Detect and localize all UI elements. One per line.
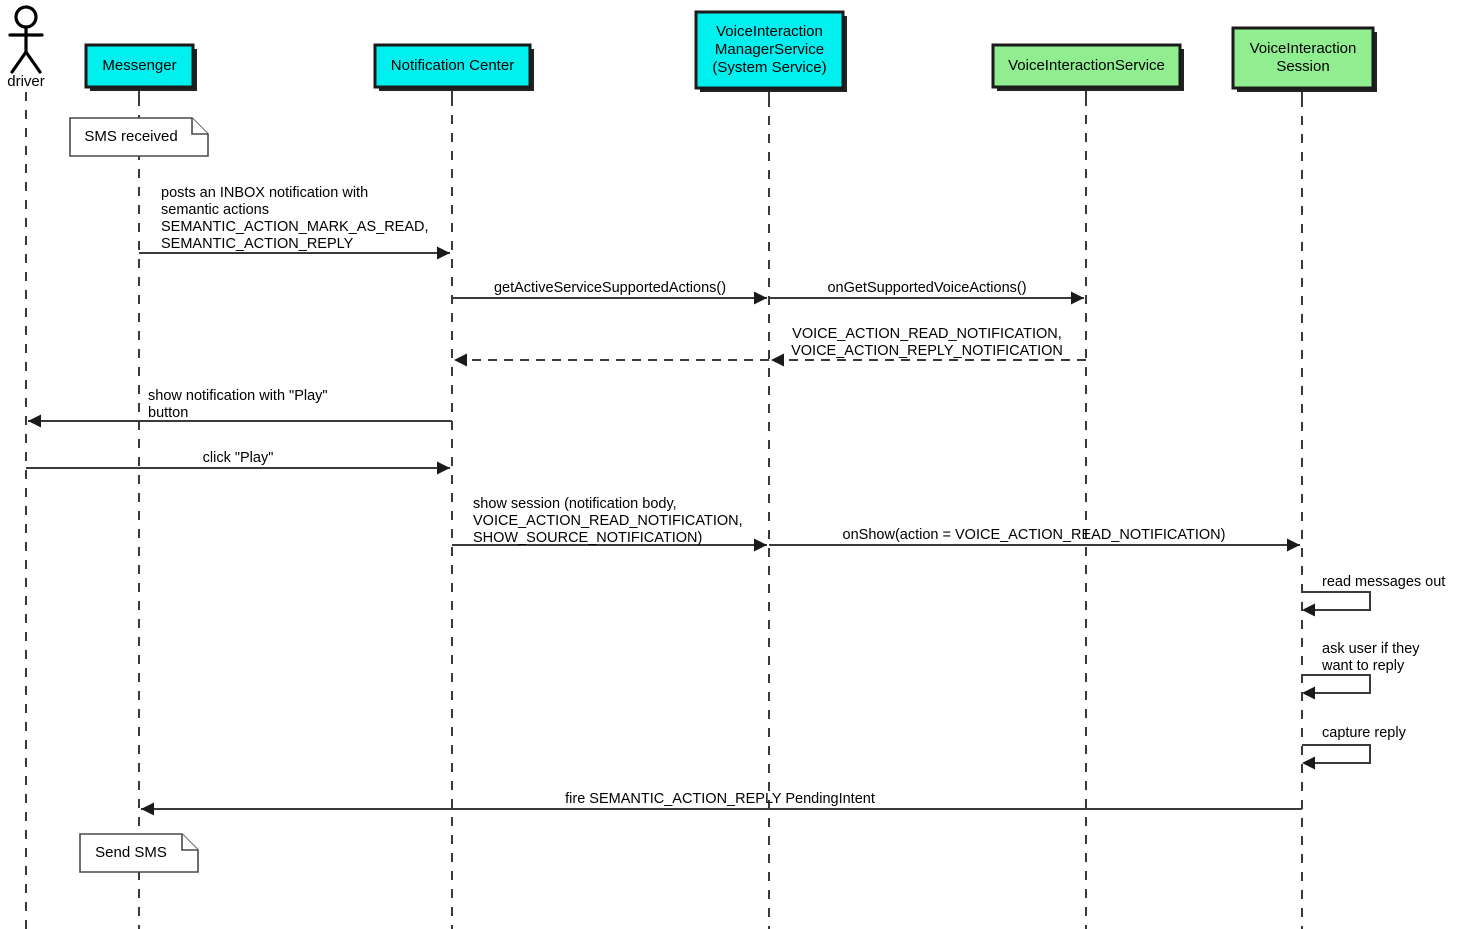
- message-arrowhead-msg-return-voice-actions-to-notification-center: [454, 353, 467, 367]
- message-label-msg-return-voice-actions-to-manager: VOICE_ACTION_READ_NOTIFICATION,: [792, 326, 1062, 342]
- actor-leg-left-icon: [10, 50, 28, 74]
- note-body-note-send-sms: [79, 833, 199, 873]
- note-note-sms-received: SMS received: [69, 117, 209, 157]
- participant-label-voice-interaction-manager-service: ManagerService: [715, 41, 824, 58]
- actor-head-icon: [14, 5, 38, 29]
- message-label-msg-on-show: onShow(action = VOICE_ACTION_READ_NOTIFI…: [843, 527, 1226, 543]
- self-message-path-self-read-messages-out: [1302, 591, 1371, 611]
- participant-box-voice-interaction-session[interactable]: [1231, 26, 1375, 90]
- participant-voice-interaction-service[interactable]: VoiceInteractionService: [991, 43, 1184, 91]
- message-arrowhead-msg-post-inbox-notification: [437, 246, 450, 260]
- message-arrowhead-msg-show-notification-play-button: [28, 414, 41, 428]
- message-label-msg-post-inbox-notification: semantic actions: [161, 202, 269, 218]
- participant-label-voice-interaction-service: VoiceInteractionService: [1008, 57, 1165, 74]
- participant-messenger[interactable]: Messenger: [84, 43, 197, 91]
- self-message-label-self-capture-reply: capture reply: [1322, 725, 1407, 741]
- participants-layer: Messenger Notification Center VoiceInterac…: [7, 5, 1377, 92]
- message-label-msg-post-inbox-notification: posts an INBOX notification with: [161, 185, 368, 201]
- message-msg-click-play: click "Play": [26, 450, 450, 475]
- message-arrowhead-msg-fire-semantic-action-reply-pending-intent: [141, 802, 154, 816]
- message-msg-show-session: show session (notification body,VOICE_AC…: [452, 496, 767, 552]
- participant-box-voice-interaction-manager-service[interactable]: [694, 10, 845, 90]
- actor-label-driver: driver: [7, 73, 45, 90]
- note-fold-icon-note-send-sms: [181, 834, 198, 851]
- note-label-note-send-sms: Send SMS: [95, 844, 167, 861]
- message-label-msg-show-session: VOICE_ACTION_READ_NOTIFICATION,: [473, 513, 743, 529]
- participant-box-messenger[interactable]: [84, 43, 195, 89]
- message-label-msg-post-inbox-notification: SEMANTIC_ACTION_MARK_AS_READ,: [161, 219, 429, 235]
- message-label-msg-show-notification-play-button: button: [148, 405, 188, 421]
- self-message-arrowhead-self-capture-reply: [1302, 756, 1315, 770]
- message-msg-show-notification-play-button: show notification with "Play"button: [28, 388, 452, 428]
- participant-notification-center[interactable]: Notification Center: [373, 43, 534, 91]
- message-label-msg-show-session: show session (notification body,: [473, 496, 677, 512]
- message-arrowhead-msg-on-show: [1287, 538, 1300, 552]
- actor-driver[interactable]: driver: [7, 5, 45, 90]
- lifelines-layer: [25, 87, 1303, 929]
- participant-label-voice-interaction-manager-service: (System Service): [712, 59, 826, 76]
- self-message-self-capture-reply: capture reply: [1302, 725, 1407, 770]
- message-label-msg-on-get-supported-voice-actions: onGetSupportedVoiceActions(): [827, 280, 1026, 296]
- message-msg-get-active-service-supported-actions: getActiveServiceSupportedActions(): [452, 280, 767, 305]
- message-arrowhead-msg-get-active-service-supported-actions: [754, 291, 767, 305]
- message-label-msg-return-voice-actions-to-manager: VOICE_ACTION_REPLY_NOTIFICATION: [791, 343, 1063, 359]
- self-message-path-self-ask-user-if-they-want-to-reply: [1302, 674, 1371, 694]
- participant-label-voice-interaction-session: Session: [1276, 58, 1329, 75]
- message-label-msg-get-active-service-supported-actions: getActiveServiceSupportedActions(): [494, 280, 726, 296]
- self-message-label-self-ask-user-if-they-want-to-reply: ask user if they: [1322, 641, 1420, 657]
- message-label-msg-show-session: SHOW_SOURCE_NOTIFICATION): [473, 530, 702, 546]
- message-msg-on-show: onShow(action = VOICE_ACTION_READ_NOTIFI…: [769, 527, 1300, 552]
- message-msg-on-get-supported-voice-actions: onGetSupportedVoiceActions(): [769, 280, 1084, 305]
- message-msg-return-voice-actions-to-notification-center: [454, 353, 769, 367]
- self-message-arrowhead-self-ask-user-if-they-want-to-reply: [1302, 686, 1315, 700]
- message-arrowhead-msg-click-play: [437, 461, 450, 475]
- self-message-label-self-read-messages-out: read messages out: [1322, 574, 1445, 590]
- message-arrowhead-msg-show-session: [754, 538, 767, 552]
- participant-label-voice-interaction-session: VoiceInteraction: [1250, 40, 1357, 57]
- note-label-note-sms-received: SMS received: [84, 128, 177, 145]
- self-message-self-read-messages-out: read messages out: [1302, 574, 1445, 617]
- message-label-msg-click-play: click "Play": [203, 450, 274, 466]
- self-message-arrowhead-self-read-messages-out: [1302, 603, 1315, 617]
- participant-label-voice-interaction-manager-service: VoiceInteraction: [716, 23, 823, 40]
- message-msg-return-voice-actions-to-manager: VOICE_ACTION_READ_NOTIFICATION,VOICE_ACT…: [771, 326, 1086, 367]
- note-body-note-sms-received: [69, 117, 209, 157]
- message-arrowhead-msg-return-voice-actions-to-manager: [771, 353, 784, 367]
- message-label-msg-post-inbox-notification: SEMANTIC_ACTION_REPLY: [161, 236, 354, 252]
- message-msg-post-inbox-notification: posts an INBOX notification withsemantic…: [139, 185, 450, 260]
- participant-box-voice-interaction-service[interactable]: [991, 43, 1182, 89]
- participant-label-messenger: Messenger: [102, 57, 176, 74]
- message-label-msg-fire-semantic-action-reply-pending-intent: fire SEMANTIC_ACTION_REPLY PendingIntent: [565, 791, 875, 807]
- participant-label-notification-center: Notification Center: [391, 57, 514, 74]
- message-msg-fire-semantic-action-reply-pending-intent: fire SEMANTIC_ACTION_REPLY PendingIntent: [141, 791, 1302, 816]
- actor-leg-right-icon: [24, 50, 42, 74]
- note-note-send-sms: Send SMS: [79, 833, 199, 873]
- self-message-path-self-capture-reply: [1302, 744, 1371, 764]
- note-fold-icon-note-sms-received: [191, 118, 208, 135]
- message-label-msg-show-notification-play-button: show notification with "Play": [148, 388, 328, 404]
- message-arrowhead-msg-on-get-supported-voice-actions: [1071, 291, 1084, 305]
- participant-box-notification-center[interactable]: [373, 43, 532, 89]
- messages-layer: posts an INBOX notification withsemantic…: [26, 185, 1302, 816]
- self-message-label-self-ask-user-if-they-want-to-reply: want to reply: [1321, 658, 1405, 674]
